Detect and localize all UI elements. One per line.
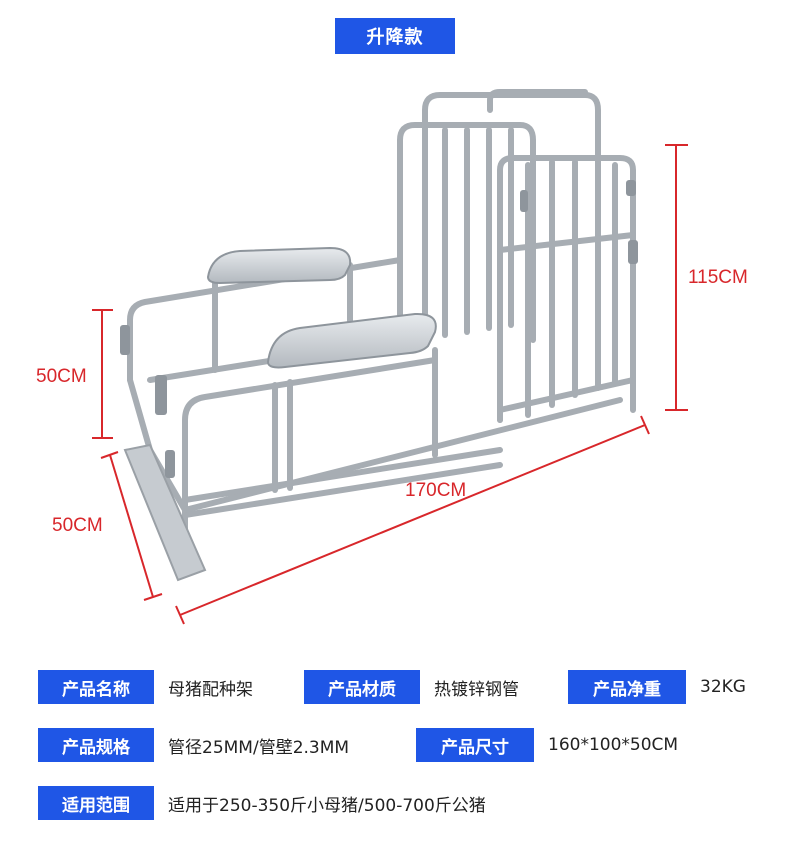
spec-key-spec: 产品规格 [38,728,154,762]
crate-frame [127,89,636,553]
spec-value-material: 热镀锌钢管 [434,679,519,700]
title-text: 升降款 [366,27,424,48]
latch-details [120,180,638,478]
spec-value-usage: 适用于250-350斤小母猪/500-700斤公猪 [168,795,486,816]
dimension-depth: 50CM [52,515,103,536]
spec-key-material: 产品材质 [304,670,420,704]
dimension-length: 170CM [405,480,467,501]
spec-row-2: 产品规格 管径25MM/管壁2.3MM 产品尺寸 160*100*50CM [38,728,734,762]
spec-key-usage: 适用范围 [38,786,154,820]
step-plate-front [266,312,437,369]
spec-value-spec: 管径25MM/管壁2.3MM [168,737,350,758]
spec-key-name: 产品名称 [38,670,154,704]
dimension-height: 115CM [688,267,748,288]
dimension-lines [92,144,688,625]
spec-value-name: 母猪配种架 [168,679,253,700]
spec-row-3: 适用范围 适用于250-350斤小母猪/500-700斤公猪 [38,786,734,820]
spec-row-1: 产品名称 母猪配种架 产品材质 热镀锌钢管 产品净重 32KG [38,670,766,704]
spec-value-size: 160*100*50CM [548,735,679,755]
foot-plate [123,443,207,582]
title-badge: 升降款 [335,18,455,54]
spec-key-size: 产品尺寸 [416,728,534,762]
spec-value-weight: 32KG [700,677,746,697]
product-figure [92,89,688,625]
step-plate-rear [206,246,352,285]
dimension-step-height: 50CM [36,366,87,387]
spec-key-weight: 产品净重 [568,670,686,704]
